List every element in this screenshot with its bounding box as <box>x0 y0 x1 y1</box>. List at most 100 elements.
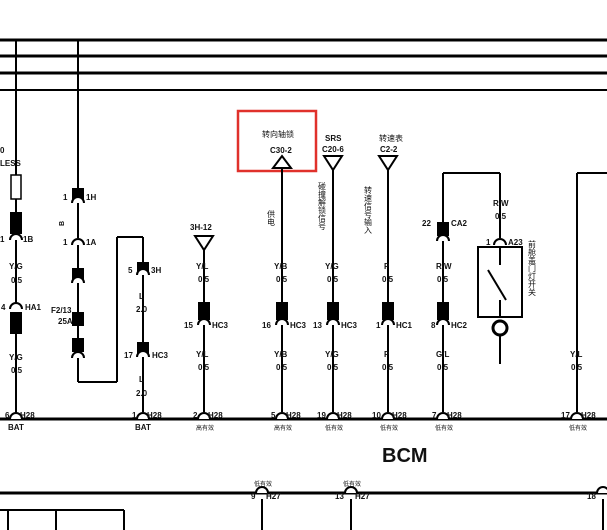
bottom-pin-terminal-icon <box>596 486 607 494</box>
highlight-box <box>236 109 318 173</box>
bcm-pin-number: 7 <box>432 411 437 420</box>
bcm-pin-name: H28 <box>286 411 301 420</box>
connector-name: 1H <box>86 193 96 202</box>
power-vertical-label: 供电 <box>267 209 276 226</box>
terminal-icon <box>71 196 85 204</box>
top-bus-lines <box>0 38 607 91</box>
column-h-circuit <box>436 172 500 412</box>
bcm-pin-terminal-icon <box>570 412 584 420</box>
connector-pin: 1 <box>63 238 68 247</box>
connector-name: HC3 <box>341 321 358 330</box>
bcm-pin-name: H28 <box>581 411 596 420</box>
connector-name: HC3 <box>212 321 229 330</box>
bottom-pin-terminal-icon <box>344 486 358 494</box>
wire-color: Y/G <box>325 262 339 271</box>
bcm-pin-number: 2 <box>193 411 198 420</box>
terminal-icon <box>326 318 340 326</box>
wire-color: Y/L <box>570 350 583 359</box>
wire-size: 0.5 <box>382 275 394 284</box>
connector-name: A23 <box>508 238 523 247</box>
speed-signal-vertical-label: 转速信号输入 <box>364 185 373 234</box>
wire-size: 0.5 <box>276 363 288 372</box>
bcm-pin-terminal-icon <box>326 412 340 420</box>
bcm-pin-terminal-icon <box>436 412 450 420</box>
bcm-pin-note: BAT <box>8 423 24 432</box>
wire-size: 0.5 <box>11 276 23 285</box>
connector-name: HA1 <box>25 303 42 312</box>
bottom-pin-note: 低有效 <box>254 480 272 488</box>
connector-name: HC2 <box>451 321 468 330</box>
wire-size: 0.5 <box>198 363 210 372</box>
connector-pin: 1 <box>63 193 68 202</box>
column-d-circuit <box>193 235 215 412</box>
wire-color: Y/L <box>196 350 209 359</box>
wire-size: 0.5 <box>327 363 339 372</box>
bcm-pin-terminal-icon <box>136 412 150 420</box>
srs-label: SRS <box>325 134 342 143</box>
bcm-pin-note: 低有效 <box>380 424 398 432</box>
terminal-icon <box>9 302 23 310</box>
bcm-pin-terminal-icon <box>197 412 211 420</box>
bcm-pin-name: H28 <box>20 411 35 420</box>
bcm-pin-note: 低有效 <box>325 424 343 432</box>
bottom-pin-terminal-icon <box>255 486 269 494</box>
terminal-icon <box>136 350 150 358</box>
connector-pin: 15 <box>184 321 193 330</box>
wire-size: 0.5 <box>571 363 583 372</box>
terminal-icon <box>71 276 85 284</box>
connector-name: HC3 <box>152 351 169 360</box>
wire-color: L <box>139 292 144 301</box>
srs-connector: C20-6 <box>322 145 344 154</box>
terminal-icon <box>493 238 507 246</box>
wire-size: 0.5 <box>11 366 23 375</box>
fuse-icon <box>72 312 84 326</box>
terminal-icon <box>275 318 289 326</box>
connector-pin: 1 <box>0 235 5 244</box>
bcm-pin-number: 1 <box>132 411 137 420</box>
fuse-rating: 25A <box>58 317 73 326</box>
bcm-pin-terminal-icon <box>275 412 289 420</box>
connector-pin: 1 <box>486 238 491 247</box>
connector-block-icon <box>437 302 449 320</box>
bcm-pin-name: H28 <box>392 411 407 420</box>
wire-color: Y/B <box>274 350 288 359</box>
wire-size: 0.5 <box>276 275 288 284</box>
bcm-pin-name: H28 <box>337 411 352 420</box>
column-b-circuit <box>71 40 144 383</box>
connector-pin: 16 <box>262 321 271 330</box>
ground-point-icon <box>491 319 509 337</box>
bcm-pin-note: 低有效 <box>435 424 453 432</box>
connector-block-icon <box>382 302 394 320</box>
fuse-name: F2/13 <box>51 306 72 315</box>
speed-meter-label: 转速表 <box>379 133 403 143</box>
wire-color: P <box>384 350 390 359</box>
bcm-pin-note: 高有效 <box>196 424 214 432</box>
connector-pin: 22 <box>422 219 431 228</box>
column-a-circuit <box>9 40 23 414</box>
connector-pin: 1 <box>376 321 381 330</box>
connector-pin: 8 <box>431 321 436 330</box>
wire-size: 0.5 <box>495 212 507 221</box>
bcm-pin-number: 17 <box>561 411 570 420</box>
wire-color: Y/G <box>325 350 339 359</box>
wire-color: L <box>139 375 144 384</box>
wire-color: R/W <box>436 262 452 271</box>
column-e-circuit <box>271 154 293 412</box>
source-ref: 3H-12 <box>190 223 212 232</box>
bottom-pin-name: H27 <box>355 492 370 501</box>
bcm-pin-number: 5 <box>271 411 276 420</box>
fuse-a-icon <box>10 174 22 200</box>
collision-unlock-vertical-label: 碰撞解锁信号 <box>318 181 327 231</box>
input-arrow-icon <box>322 155 344 172</box>
module-label: BCM <box>382 445 428 467</box>
column-g-circuit <box>377 155 399 412</box>
connector-name: HC1 <box>396 321 413 330</box>
bcm-pin-note: 低有效 <box>569 424 587 432</box>
bcm-pin-terminal-icon <box>381 412 395 420</box>
connector-pin: 5 <box>128 266 133 275</box>
front-hood-vertical-label: 前舱盖门灯开关 <box>528 239 537 297</box>
wire-size: 2.0 <box>136 389 148 398</box>
wire-color: Y/G <box>9 353 23 362</box>
